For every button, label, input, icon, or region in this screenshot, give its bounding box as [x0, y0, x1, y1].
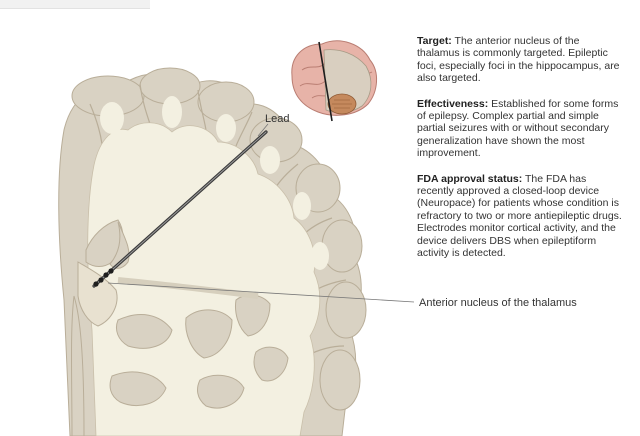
target-heading: Target:: [417, 35, 452, 47]
basal-structures: [109, 294, 289, 409]
fda-section: FDA approval status: The FDA has recentl…: [417, 173, 622, 260]
fda-heading: FDA approval status:: [417, 172, 523, 185]
thalamus: [77, 261, 118, 327]
internal-capsule: [117, 277, 259, 299]
target-section: Target: The anterior nucleus of the thal…: [417, 35, 622, 85]
midline-column: [71, 295, 85, 436]
lead-electrode-contacts: [93, 268, 114, 287]
top-tab: [0, 0, 150, 9]
fda-body: The FDA has recently approved a closed-l…: [417, 172, 622, 260]
lead-leader-line: [257, 123, 269, 137]
caudate-nucleus: [109, 221, 130, 269]
inset-cutting-plane: [318, 41, 333, 122]
inset-brain: [291, 40, 377, 122]
effectiveness-heading: Effectiveness:: [417, 97, 489, 110]
nucleus-leader-line: [107, 282, 415, 303]
info-panel: Target: The anterior nucleus of the thal…: [417, 35, 622, 273]
effectiveness-section: Effectiveness: Established for some form…: [417, 98, 622, 160]
effectiveness-body: Established for some forms of epilepsy. …: [417, 97, 619, 160]
anterior-nucleus-label: Anterior nucleus of the thalamus: [419, 297, 577, 309]
target-body: The anterior nucleus of the thalamus is …: [417, 35, 620, 85]
white-matter-fingers: [100, 96, 329, 270]
lead-label: Lead: [265, 113, 290, 125]
top-tab-strip: [0, 0, 640, 9]
